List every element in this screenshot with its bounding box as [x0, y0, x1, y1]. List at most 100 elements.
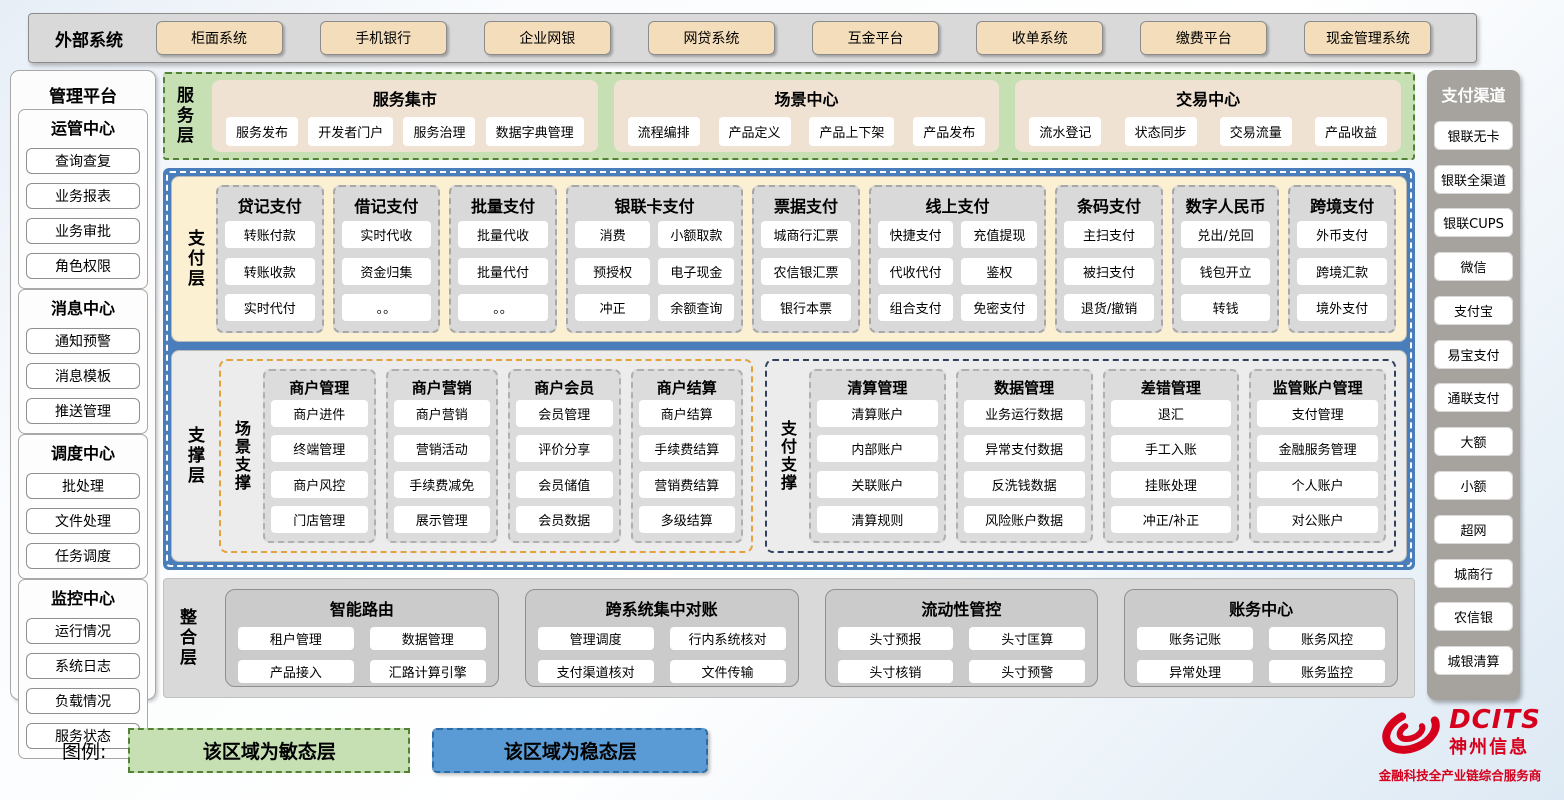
payment-item-box: 余额查询: [658, 294, 735, 322]
payment-channel-box: 农信银: [1434, 602, 1513, 632]
mgmt-group-operations: 运管中心 查询查复业务报表业务审批角色权限: [18, 109, 148, 289]
support-section-payment: 支付支撑 清算管理 清算账户内部账户关联账户清算规则 数据管理 业务运行数据异常…: [765, 359, 1396, 553]
mgmt-item-box: 消息模板: [26, 363, 140, 389]
support-item-box: 冲正/补正: [1110, 505, 1232, 533]
payment-item-box: 。。: [458, 294, 548, 322]
support-item-box: 终端管理: [271, 435, 368, 463]
payment-channel-box: 银联无卡: [1434, 120, 1513, 150]
support-item-box: 商户进件: [271, 400, 368, 428]
group-title: 贷记支付: [237, 197, 302, 216]
service-item-box: 流水登记: [1029, 117, 1102, 146]
integration-item-box: 租户管理: [238, 627, 354, 650]
integration-item-box: 数据管理: [369, 627, 486, 650]
payment-channel-box: 微信: [1434, 252, 1513, 282]
payment-item-box: 充值提现: [961, 220, 1038, 248]
support-item-box: 商户营销: [393, 400, 490, 428]
support-item-box: 清算账户: [817, 400, 938, 428]
support-item-box: 会员数据: [516, 505, 613, 533]
support-item-box: 业务运行数据: [963, 400, 1085, 428]
payment-item-box: 转钱: [1180, 294, 1271, 322]
support-item-box: 退汇: [1110, 400, 1232, 428]
support-item-box: 会员储值: [516, 470, 613, 498]
external-system-box: 网贷系统: [647, 21, 775, 55]
integration-item-box: 文件传输: [669, 660, 786, 683]
support-item-box: 评价分享: [516, 435, 613, 463]
payment-item-box: 农信银汇票: [761, 257, 851, 285]
int-section-liquidity: 流动性管控 头寸预报头寸匡算头寸核销头寸预警: [824, 589, 1099, 687]
mgmt-item-box: 批处理: [26, 473, 140, 499]
management-platform-title: 管理平台: [49, 87, 117, 107]
support-item-box: 手工入账: [1110, 435, 1232, 463]
logo-company: 神州信息: [1449, 737, 1530, 758]
service-item-box: 开发者门户: [308, 117, 394, 146]
pay-group-cross-border: 跨境支付 外币支付跨境汇款境外支付: [1288, 185, 1396, 333]
pay-group-online: 线上支付 快捷支付充值提现代收代付鉴权组合支付免密支付: [868, 185, 1047, 333]
mgmt-group-monitoring: 监控中心 运行情况系统日志负载情况服务状态: [18, 579, 148, 759]
payment-item-box: 境外支付: [1297, 294, 1387, 322]
mgmt-item-box: 角色权限: [26, 253, 140, 279]
group-title: 数字人民币: [1185, 197, 1266, 216]
support-item-box: 营销费结算: [638, 470, 735, 498]
payment-item-box: 被扫支付: [1064, 257, 1154, 285]
supp-col-regulatory-account: 监管账户管理 支付管理金融服务管理个人账户对公账户: [1249, 369, 1387, 543]
payment-channel-box: 支付宝: [1434, 295, 1513, 325]
payment-channel-box: 通联支付: [1434, 383, 1513, 413]
payment-item-box: 预授权: [574, 257, 651, 285]
pay-group-debit: 借记支付 实时代收资金归集。。: [332, 185, 441, 333]
logo-tagline: 金融科技全产业链综合服务商: [1378, 768, 1542, 783]
payment-item-box: 批量代收: [458, 220, 548, 248]
service-section-scene: 场景中心 流程编排产品定义产品上下架产品发布: [613, 80, 1000, 152]
group-title: 消息中心: [50, 299, 115, 318]
legend-stable-layer: 该区域为稳态层: [432, 728, 709, 773]
support-item-box: 会员管理: [516, 400, 613, 428]
payment-channel-box: 大额: [1434, 427, 1513, 457]
column-title: 商户结算: [656, 379, 717, 397]
main-architecture-area: 服务层 服务集市 服务发布开发者门户服务治理数据字典管理 场景中心 流程编排产品…: [163, 72, 1415, 698]
integration-item-box: 账务风控: [1269, 627, 1385, 650]
logo-text: DCITS 神州信息: [1449, 707, 1541, 759]
support-item-box: 挂账处理: [1110, 470, 1232, 498]
payment-item-box: 退货/撤销: [1064, 294, 1154, 322]
integration-item-box: 行内系统核对: [669, 627, 786, 650]
column-title: 商户管理: [289, 379, 350, 397]
mgmt-item-box: 业务审批: [26, 218, 140, 244]
support-item-box: 反洗钱数据: [963, 470, 1085, 498]
group-title: 银联卡支付: [614, 197, 695, 216]
integration-item-box: 汇路计算引擎: [369, 660, 486, 683]
pay-group-bill: 票据支付 城商行汇票农信银汇票银行本票: [752, 185, 860, 333]
mgmt-group-scheduling: 调度中心 批处理文件处理任务调度: [18, 434, 148, 579]
payment-channel-box: 小额: [1434, 471, 1513, 501]
group-title: 条码支付: [1077, 197, 1142, 216]
support-item-box: 支付管理: [1257, 400, 1379, 428]
integration-item-box: 管理调度: [537, 627, 654, 650]
service-item-box: 服务发布: [226, 117, 299, 146]
support-section-scene: 场景支撑 商户管理 商户进件终端管理商户风控门店管理 商户营销 商户营销营销活动…: [219, 359, 754, 553]
support-item-box: 手续费减免: [393, 470, 490, 498]
payment-item-box: 实时代收: [341, 220, 432, 248]
integration-item-box: 头寸预警: [969, 660, 1086, 683]
external-systems-list: 柜面系统手机银行企业网银网贷系统互金平台收单系统缴费平台现金管理系统: [137, 21, 1450, 55]
payment-item-box: 组合支付: [877, 294, 954, 322]
payment-layer-label: 支付层: [184, 229, 204, 289]
support-item-box: 内部账户: [817, 435, 938, 463]
support-item-box: 商户风控: [271, 470, 368, 498]
group-title: 调度中心: [50, 444, 115, 463]
external-system-box: 企业网银: [483, 21, 611, 55]
payment-item-box: 主扫支付: [1064, 220, 1154, 248]
payment-item-box: 快捷支付: [877, 220, 954, 248]
integration-item-box: 头寸匡算: [969, 627, 1086, 650]
column-title: 差错管理: [1140, 379, 1201, 397]
mgmt-group-message: 消息中心 通知预警消息模板推送管理: [18, 289, 148, 434]
support-section-label: 支付支撑: [778, 420, 798, 492]
mgmt-item-box: 系统日志: [26, 653, 140, 679]
section-title: 跨系统集中对账: [605, 600, 718, 619]
support-layer: 支撑层 场景支撑 商户管理 商户进件终端管理商户风控门店管理 商户营销 商户营销…: [171, 350, 1407, 562]
external-system-box: 收单系统: [976, 21, 1104, 55]
group-title: 票据支付: [773, 197, 838, 216]
column-title: 商户会员: [534, 379, 595, 397]
group-title: 线上支付: [925, 197, 990, 216]
int-section-reconciliation: 跨系统集中对账 管理调度行内系统核对支付渠道核对文件传输: [524, 589, 799, 687]
service-item-box: 流程编排: [627, 117, 700, 146]
service-item-box: 产品收益: [1315, 117, 1388, 146]
section-title: 智能路由: [329, 600, 394, 619]
